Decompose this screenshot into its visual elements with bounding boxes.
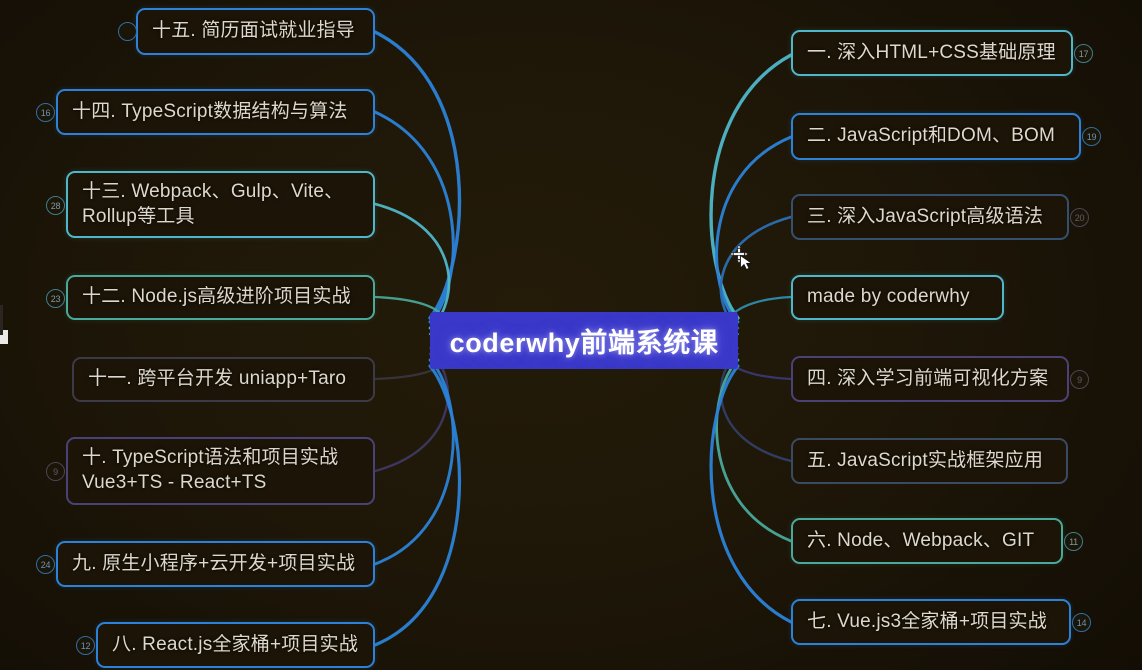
- node-right-8[interactable]: 七. Vue.js3全家桶+项目实战: [791, 599, 1071, 645]
- node-right-2[interactable]: 二. JavaScript和DOM、BOM: [791, 113, 1081, 160]
- node-label: 一. 深入HTML+CSS基础原理: [807, 41, 1056, 63]
- move-pan-cursor-icon: [729, 244, 753, 271]
- node-left-6[interactable]: 十. TypeScript语法和项目实战 Vue3+TS - React+TS: [66, 437, 375, 505]
- collapse-badge-left-6[interactable]: 9: [46, 462, 65, 481]
- node-label: 十一. 跨平台开发 uniapp+Taro: [88, 368, 347, 390]
- node-right-5[interactable]: 四. 深入学习前端可视化方案: [791, 356, 1069, 402]
- node-label: made by coderwhy: [807, 286, 970, 308]
- node-label: 九. 原生小程序+云开发+项目实战: [72, 552, 356, 574]
- node-label: 十三. Webpack、Gulp、Vite、 Rollup等工具: [82, 180, 344, 227]
- node-left-8[interactable]: 八. React.js全家桶+项目实战: [96, 622, 375, 668]
- center-node[interactable]: coderwhy前端系统课: [430, 312, 738, 369]
- collapse-badge-left-3[interactable]: 28: [46, 196, 65, 215]
- collapse-badge-right-8[interactable]: 14: [1072, 613, 1091, 632]
- node-label: 四. 深入学习前端可视化方案: [807, 367, 1049, 389]
- node-label: 十四. TypeScript数据结构与算法: [72, 100, 348, 122]
- collapse-badge-left-7[interactable]: 24: [36, 555, 55, 574]
- node-right-3[interactable]: 三. 深入JavaScript高级语法: [791, 194, 1069, 240]
- edge-artifact-2: [0, 305, 3, 335]
- node-left-7[interactable]: 九. 原生小程序+云开发+项目实战: [56, 541, 375, 587]
- collapse-badge-left-8[interactable]: 12: [76, 636, 95, 655]
- node-label: 三. 深入JavaScript高级语法: [807, 205, 1044, 227]
- node-label: 十二. Node.js高级进阶项目实战: [82, 286, 351, 308]
- node-label: 八. React.js全家桶+项目实战: [112, 633, 359, 655]
- node-left-5[interactable]: 十一. 跨平台开发 uniapp+Taro: [72, 357, 375, 402]
- node-left-3[interactable]: 十三. Webpack、Gulp、Vite、 Rollup等工具: [66, 171, 375, 238]
- collapse-badge-left-4[interactable]: 23: [46, 289, 65, 308]
- node-right-1[interactable]: 一. 深入HTML+CSS基础原理: [791, 30, 1073, 76]
- node-right-6[interactable]: 五. JavaScript实战框架应用: [791, 438, 1068, 484]
- node-right-7[interactable]: 六. Node、Webpack、GIT: [791, 518, 1063, 564]
- node-left-4[interactable]: 十二. Node.js高级进阶项目实战: [66, 275, 375, 320]
- collapse-badge-left-1[interactable]: [118, 22, 137, 41]
- node-label: 七. Vue.js3全家桶+项目实战: [807, 610, 1047, 632]
- collapse-badge-right-3[interactable]: 20: [1070, 208, 1089, 227]
- edge-artifact: [0, 330, 8, 344]
- collapse-badge-right-2[interactable]: 19: [1082, 127, 1101, 146]
- center-node-label: coderwhy前端系统课: [449, 328, 719, 358]
- node-right-4[interactable]: made by coderwhy: [791, 275, 1004, 320]
- node-label: 六. Node、Webpack、GIT: [807, 529, 1035, 551]
- collapse-badge-right-7[interactable]: 11: [1064, 532, 1083, 551]
- collapse-badge-right-5[interactable]: 9: [1070, 370, 1089, 389]
- node-label: 二. JavaScript和DOM、BOM: [807, 125, 1056, 147]
- collapse-badge-left-2[interactable]: 16: [36, 103, 55, 122]
- node-label: 十五. 简历面试就业指导: [152, 20, 355, 42]
- node-left-2[interactable]: 十四. TypeScript数据结构与算法: [56, 89, 375, 135]
- node-label: 五. JavaScript实战框架应用: [807, 449, 1044, 471]
- node-left-1[interactable]: 十五. 简历面试就业指导: [136, 8, 375, 55]
- collapse-badge-right-1[interactable]: 17: [1074, 44, 1093, 63]
- node-label: 十. TypeScript语法和项目实战 Vue3+TS - React+TS: [82, 447, 339, 493]
